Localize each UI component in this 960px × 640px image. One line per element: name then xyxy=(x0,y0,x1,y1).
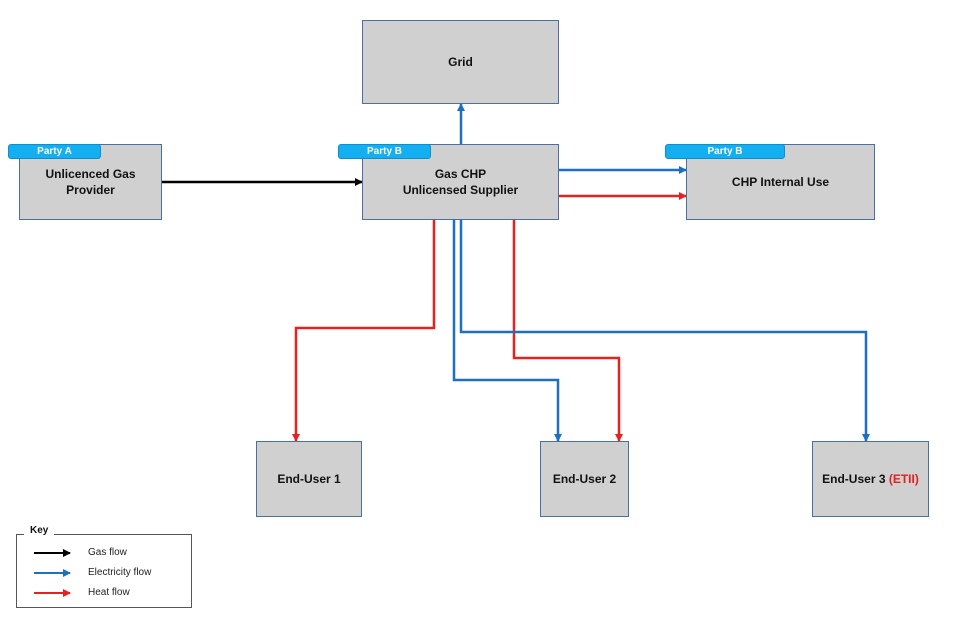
party-b-tag-internal: Party B xyxy=(665,144,785,159)
grid-label: Grid xyxy=(448,55,473,69)
grid-node: Grid xyxy=(362,20,559,104)
chp-supplier-label-line2: Unlicensed Supplier xyxy=(402,183,519,197)
chp-supplier-label-line1: Gas CHP xyxy=(434,167,487,181)
gas-provider-label-line1: Unlicenced Gas xyxy=(45,167,136,181)
heat-flow-chp-to-end-user-2 xyxy=(512,220,623,442)
party-b-tag-supplier: Party B xyxy=(338,144,431,159)
legend-title: Key xyxy=(24,525,55,536)
legend-heat-label: Heat flow xyxy=(88,587,130,598)
heat-flow-chp-to-end-user-1 xyxy=(292,220,436,442)
legend-electricity-label: Electricity flow xyxy=(88,567,152,578)
end-user-2-label: End-User 2 xyxy=(552,472,617,486)
electricity-flow-chp-to-end-user-2 xyxy=(452,220,562,442)
party-a-tag: Party A xyxy=(8,144,101,159)
legend-box xyxy=(16,534,192,608)
end-user-1-node: End-User 1 xyxy=(256,441,362,517)
electricity-flow-chp-to-end-user-3 xyxy=(459,220,870,442)
gas-provider-label-line2: Provider xyxy=(66,183,115,197)
legend-gas-label: Gas flow xyxy=(88,547,127,558)
end-user-1-label: End-User 1 xyxy=(277,472,341,486)
chp-internal-use-label: CHP Internal Use xyxy=(731,175,830,189)
end-user-3-label: End-User 3 xyxy=(822,472,886,486)
etii-label: (ETII) xyxy=(888,472,919,486)
end-user-3-node: End-User 3 (ETII) xyxy=(812,441,929,517)
end-user-2-node: End-User 2 xyxy=(540,441,629,517)
